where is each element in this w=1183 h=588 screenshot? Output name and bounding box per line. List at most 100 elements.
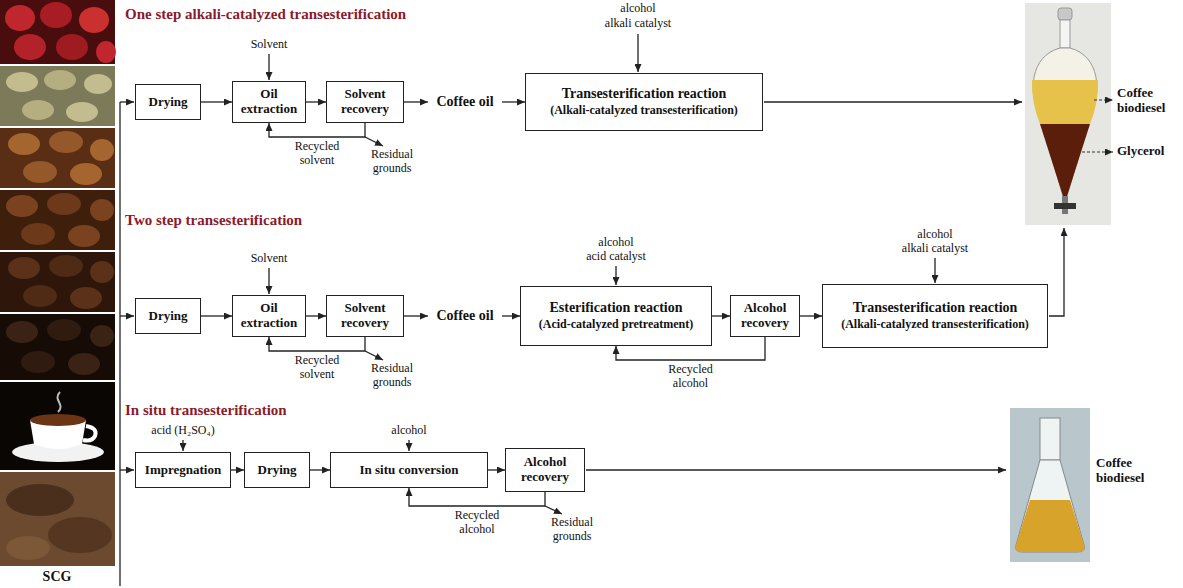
cherry (5, 5, 35, 31)
bean (8, 133, 40, 155)
flow-arrow (712, 315, 730, 316)
flow-arrow (306, 101, 326, 102)
layer-pointer (1082, 151, 1113, 152)
product-label: Glycerol (1117, 144, 1179, 159)
grounds-heap (6, 536, 50, 560)
dark-roast-photo (0, 252, 115, 312)
process-box: Drying (135, 298, 201, 334)
bean (90, 199, 114, 221)
darkest-roast-photo (0, 314, 115, 380)
input-label: alcohol (593, 2, 683, 16)
photo-ground (0, 382, 115, 470)
bean (23, 161, 57, 183)
input-arrow (182, 440, 183, 451)
process-box: Alcohol recovery (505, 448, 585, 492)
bean (68, 353, 100, 375)
bean (6, 321, 38, 343)
bean (49, 255, 83, 277)
medium-roast-photo (0, 190, 115, 250)
output-arrow (545, 506, 562, 514)
process-box: Oil extraction (232, 295, 306, 337)
process-box: Transesterification reaction (Alkali-cata… (822, 284, 1048, 348)
layer-pointer (1094, 99, 1113, 100)
bean (70, 163, 102, 185)
flow-arrow (502, 101, 525, 102)
input-label: acid (H₂SO₄) (128, 424, 238, 438)
output-label: Residual grounds (543, 516, 601, 544)
photo-ground (1010, 408, 1090, 562)
photo-ground (1025, 3, 1111, 225)
coffee-surface (30, 414, 86, 426)
cherry (79, 7, 109, 33)
output-arrow (365, 351, 383, 360)
box-label: Transesterification reaction (562, 86, 727, 102)
process-box: Solvent recovery (326, 295, 404, 337)
box-label: Coffee oil (436, 94, 493, 110)
section-heading: One step alkali-catalyzed transesterific… (125, 6, 406, 23)
steam (57, 392, 60, 412)
input-label: alkali catalyst (583, 17, 693, 31)
photo-ground (0, 472, 115, 566)
cherry (40, 2, 72, 28)
stopper (1058, 8, 1072, 20)
bean (90, 139, 114, 161)
process-box: Drying (135, 84, 201, 120)
output-label: Residual grounds (363, 148, 421, 176)
product-arrow (1049, 228, 1064, 316)
flow-arrow (800, 315, 822, 316)
input-arrow (408, 440, 409, 451)
input-arrow (268, 268, 269, 294)
process-box: Alcohol recovery (730, 295, 800, 337)
box-label: Impregnation (145, 463, 221, 478)
bean (70, 287, 102, 309)
grounds-heap (6, 484, 74, 516)
spent-grounds-photo (0, 472, 115, 566)
section-heading: Two step transesterification (125, 212, 302, 229)
photo-ground (0, 314, 115, 380)
biodiesel-layer (1032, 80, 1098, 124)
box-label: Coffee oil (436, 308, 493, 324)
bean (68, 225, 100, 247)
box-label: Esterification reaction (549, 300, 682, 316)
light-roast-photo (0, 128, 115, 188)
box-label: Alcohol recovery (511, 455, 579, 485)
box-label: Oil extraction (238, 87, 300, 117)
section-heading: In situ transesterification (125, 402, 287, 419)
process-box: In situ conversion (330, 452, 488, 488)
bean (8, 257, 40, 279)
bean (6, 195, 38, 217)
bean (21, 351, 55, 373)
input-label: acid catalyst (561, 250, 671, 264)
box-sublabel: (Alkali-catalyzed transesterification) (550, 104, 738, 118)
bean (21, 223, 55, 245)
cherry (56, 34, 88, 60)
bean (84, 74, 112, 94)
input-label: alkali catalyst (880, 242, 990, 256)
grounds-heap (48, 517, 112, 553)
flow-arrow (201, 101, 232, 102)
bean (6, 72, 38, 92)
box-sublabel: (Alkali-catalyzed transesterification) (841, 318, 1029, 332)
process-box: Solvent recovery (326, 81, 404, 123)
product-label: Coffee biodiesel (1096, 456, 1160, 486)
bean (47, 193, 81, 215)
photo-ground (0, 66, 115, 126)
input-label: Solvent (234, 252, 304, 266)
feed-line (119, 102, 120, 586)
output-arrow (365, 137, 383, 146)
output-label: Residual grounds (363, 362, 421, 390)
box-label: Transesterification reaction (853, 300, 1018, 316)
input-arrow (637, 34, 638, 72)
flask-neck (1040, 418, 1060, 460)
flow-arrow (404, 101, 428, 102)
process-box: Oil extraction (232, 81, 306, 123)
edge-label: Recycled alcohol (661, 363, 721, 391)
glycerol-layer (1040, 124, 1090, 196)
box-label: Oil extraction (238, 301, 300, 331)
process-box: Transesterification reaction (Alkali-cata… (525, 73, 763, 131)
edge-label: Recycled solvent (287, 354, 347, 382)
bean (22, 100, 54, 120)
